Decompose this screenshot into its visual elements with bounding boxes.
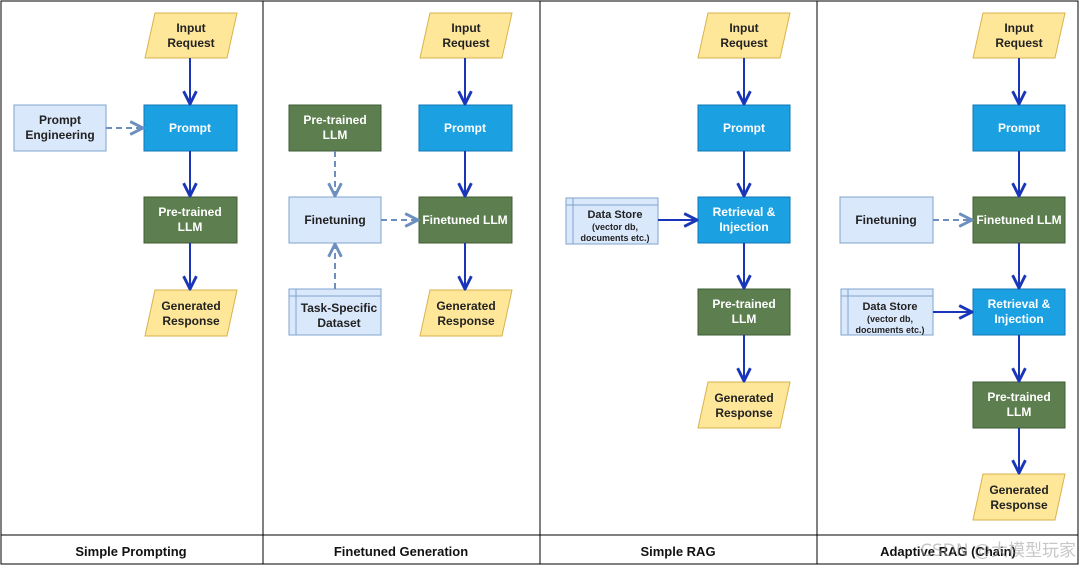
svg-text:Finetuned LLM: Finetuned LLM: [976, 213, 1061, 227]
generated-response-node: Generated Response: [419, 289, 513, 337]
pretrained-llm-node: Pre-trained LLM: [288, 104, 382, 152]
watermark: CSDN @大模型玩家: [920, 541, 1076, 561]
svg-text:Finetuning: Finetuning: [304, 213, 365, 227]
caption-simple-prompting: Simple Prompting: [75, 544, 186, 559]
caption-finetuned-generation: Finetuned Generation: [334, 544, 468, 559]
prompt-node: Prompt: [143, 104, 238, 152]
generated-response-node: Generated Response: [144, 289, 238, 337]
pretrained-llm-node: Pre-trained LLM: [972, 381, 1066, 429]
retrieval-injection-node: Retrieval & Injection: [697, 196, 791, 244]
svg-text:Task-Specific: Task-Specific: [301, 301, 378, 315]
generated-response-node: Generated Response: [972, 473, 1066, 521]
panel-finetuned-generation: Input Request Pre-trained LLM Finetuning…: [288, 12, 513, 559]
svg-text:Input: Input: [451, 21, 480, 35]
data-store-node: Data Store (vector db, documents etc.): [840, 288, 934, 336]
svg-text:Engineering: Engineering: [25, 128, 94, 142]
panel-simple-rag: Input Request Prompt Data Store (vector …: [565, 12, 791, 559]
finetuning-node: Finetuning: [839, 196, 934, 244]
svg-text:Request: Request: [167, 36, 214, 50]
svg-text:LLM: LLM: [1007, 405, 1032, 419]
task-dataset-node: Task-Specific Dataset: [288, 288, 382, 336]
svg-text:Generated: Generated: [714, 391, 773, 405]
svg-text:Pre-trained: Pre-trained: [303, 113, 366, 127]
svg-text:Finetuned LLM: Finetuned LLM: [422, 213, 507, 227]
svg-text:Response: Response: [437, 314, 495, 328]
pretrained-llm-node: Pre-trained LLM: [143, 196, 238, 244]
svg-text:Data Store: Data Store: [587, 209, 642, 221]
finetuned-llm-node: Finetuned LLM: [972, 196, 1066, 244]
input-request-node: Input Request: [144, 12, 238, 59]
finetuned-llm-node: Finetuned LLM: [418, 196, 513, 244]
svg-text:Request: Request: [442, 36, 489, 50]
svg-text:Response: Response: [990, 498, 1048, 512]
svg-text:Retrieval &: Retrieval &: [713, 205, 776, 219]
svg-text:Generated: Generated: [436, 299, 495, 313]
data-store-node: Data Store (vector db, documents etc.): [565, 197, 659, 245]
svg-text:Injection: Injection: [994, 312, 1043, 326]
svg-text:Prompt: Prompt: [723, 121, 765, 135]
svg-text:(vector db,: (vector db,: [867, 314, 913, 324]
svg-text:LLM: LLM: [732, 312, 757, 326]
generated-response-node: Generated Response: [697, 381, 791, 429]
svg-text:LLM: LLM: [323, 128, 348, 142]
svg-text:Prompt: Prompt: [444, 121, 486, 135]
svg-text:(vector db,: (vector db,: [592, 222, 638, 232]
caption-simple-rag: Simple RAG: [640, 544, 715, 559]
svg-text:documents etc.): documents etc.): [855, 325, 924, 335]
svg-text:Prompt: Prompt: [998, 121, 1040, 135]
svg-text:Generated: Generated: [989, 483, 1048, 497]
retrieval-injection-node: Retrieval & Injection: [972, 288, 1066, 336]
prompt-engineering-node: Prompt Engineering: [13, 104, 107, 152]
svg-text:Input: Input: [176, 21, 205, 35]
panel-simple-prompting: Input Request Prompt Engineering Prompt …: [13, 12, 238, 559]
svg-text:Pre-trained: Pre-trained: [158, 205, 221, 219]
input-request-node: Input Request: [419, 12, 513, 59]
prompt-node: Prompt: [418, 104, 513, 152]
svg-text:Input: Input: [1004, 21, 1033, 35]
svg-text:Pre-trained: Pre-trained: [712, 297, 775, 311]
svg-text:Prompt: Prompt: [169, 121, 211, 135]
svg-text:Input: Input: [729, 21, 758, 35]
svg-text:Request: Request: [995, 36, 1042, 50]
svg-text:documents etc.): documents etc.): [580, 233, 649, 243]
svg-text:Retrieval &: Retrieval &: [988, 297, 1051, 311]
pretrained-llm-node: Pre-trained LLM: [697, 288, 791, 336]
caption-adaptive-rag: Adaptive RAG (Chain): [880, 544, 1016, 559]
svg-text:Data Store: Data Store: [862, 301, 917, 313]
svg-text:Finetuning: Finetuning: [855, 213, 916, 227]
input-request-node: Input Request: [697, 12, 791, 59]
panel-adaptive-rag: Input Request Prompt Finetuning Finetune…: [839, 12, 1066, 559]
finetuning-node: Finetuning: [288, 196, 382, 244]
input-request-node: Input Request: [972, 12, 1066, 59]
svg-text:Request: Request: [720, 36, 767, 50]
prompt-node: Prompt: [697, 104, 791, 152]
svg-text:Injection: Injection: [719, 220, 768, 234]
prompt-node: Prompt: [972, 104, 1066, 152]
svg-text:Dataset: Dataset: [317, 316, 360, 330]
svg-text:Generated: Generated: [161, 299, 220, 313]
svg-text:Pre-trained: Pre-trained: [987, 390, 1050, 404]
svg-text:Response: Response: [162, 314, 220, 328]
svg-text:Response: Response: [715, 406, 773, 420]
svg-text:LLM: LLM: [178, 220, 203, 234]
svg-text:Prompt: Prompt: [39, 113, 81, 127]
